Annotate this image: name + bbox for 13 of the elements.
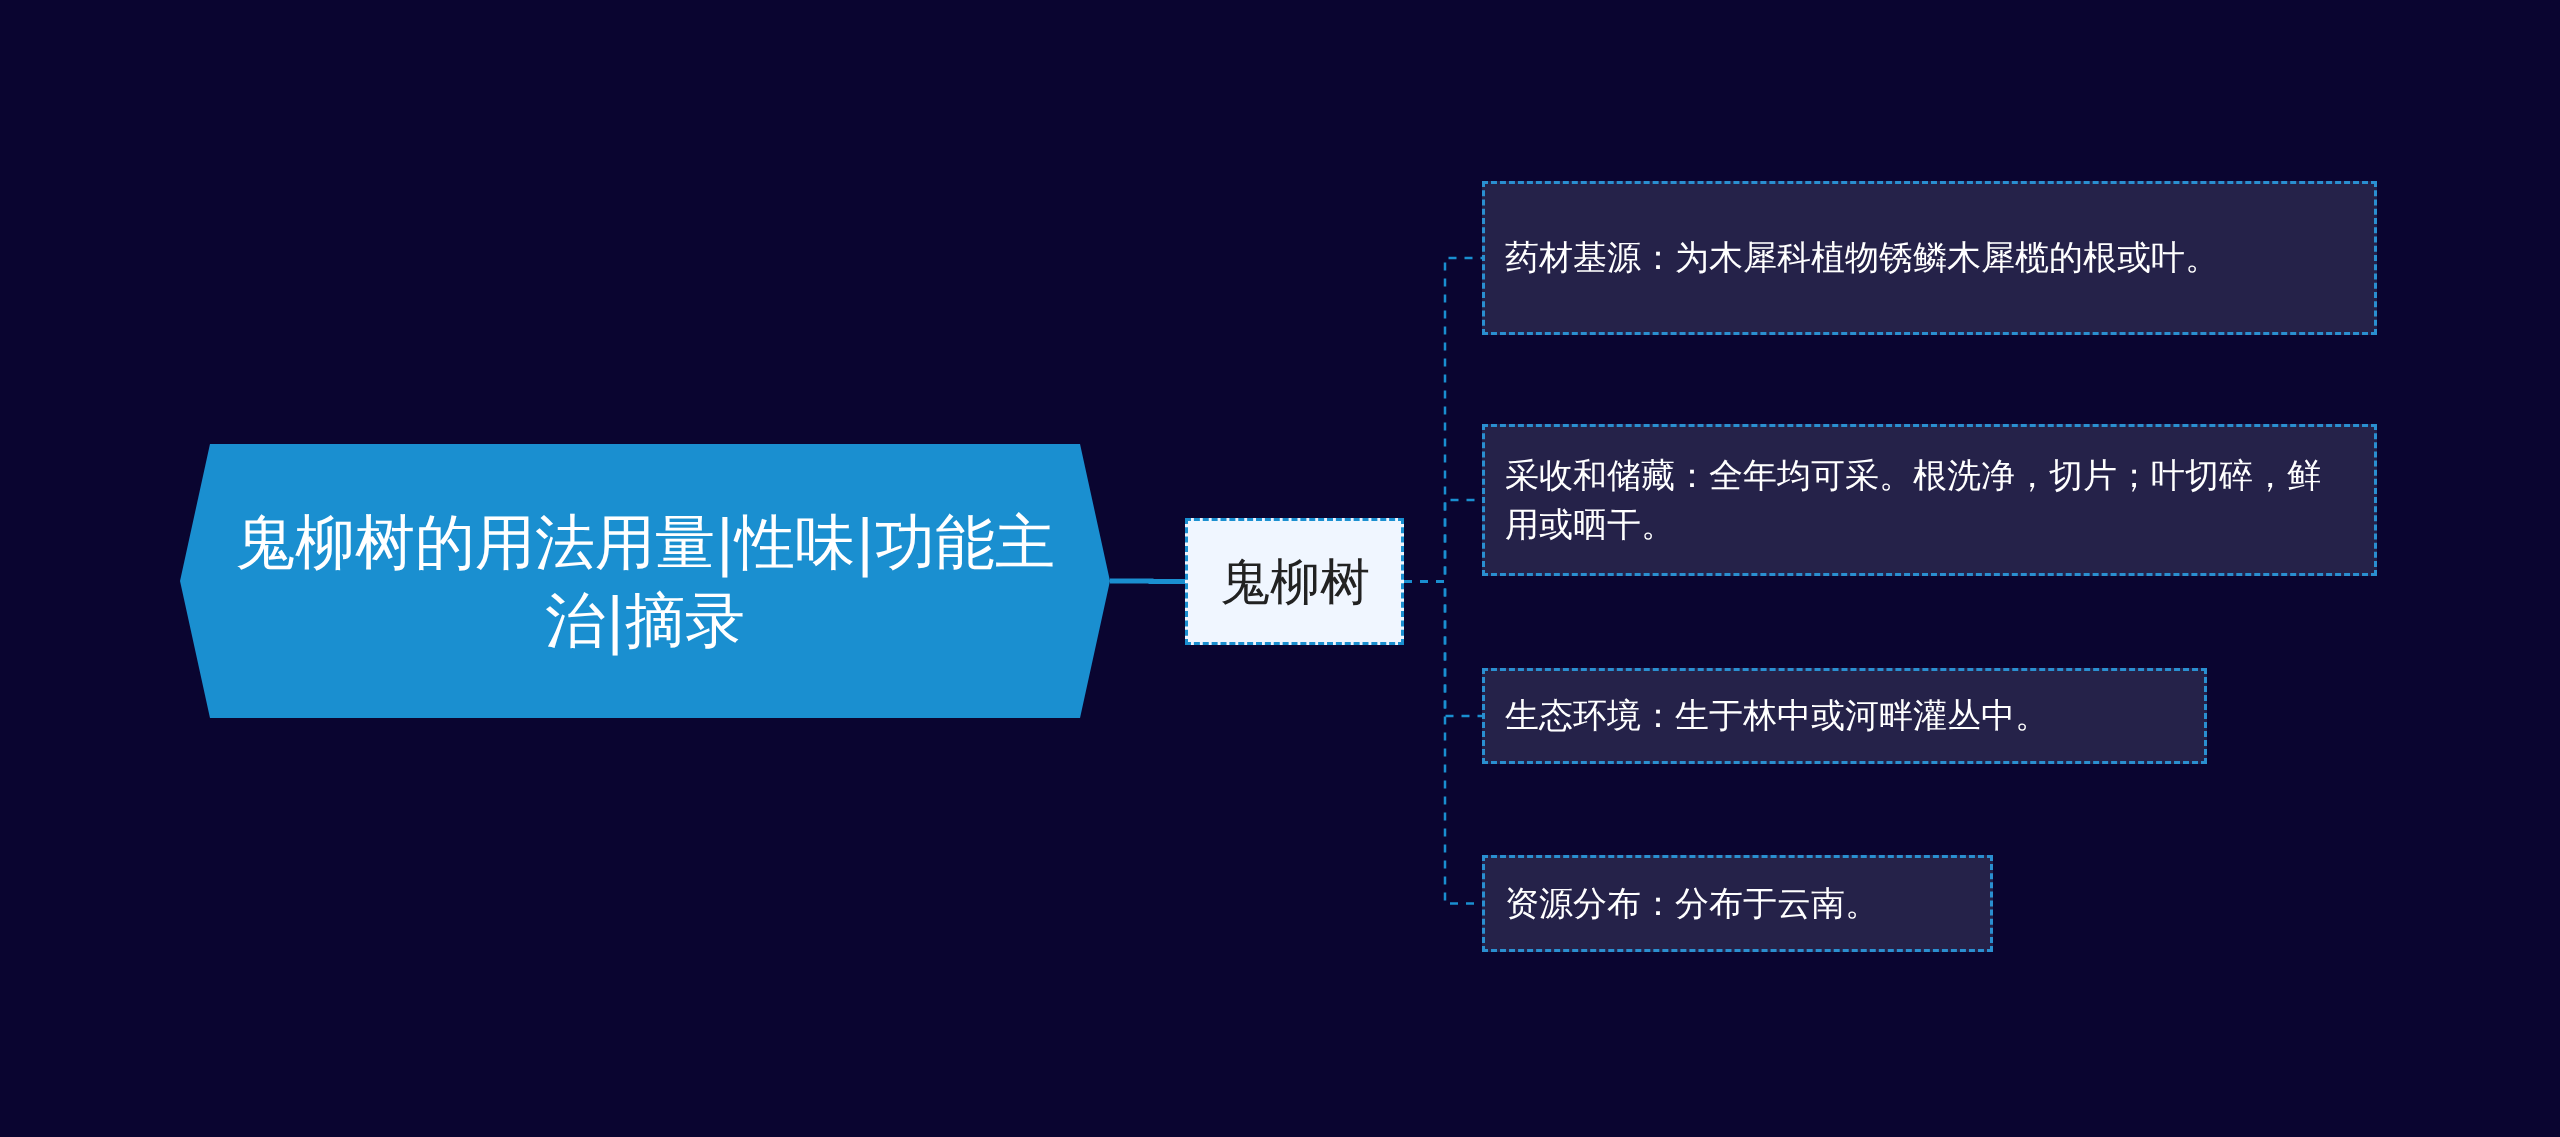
- leaf-text: 采收和储藏：全年均可采。根洗净，切片；叶切碎，鲜用或晒干。: [1505, 453, 2322, 546]
- hexagon-node: [180, 444, 1110, 718]
- leaf-text: 药材基源：为木犀科植物锈鳞木犀榄的根或叶。: [1505, 236, 2219, 280]
- leaf-text: 生态环境：生于林中或河畔灌丛中。: [1505, 694, 2049, 738]
- topic-title: 鬼柳树的用法用量|性味|功能主治|摘录: [233, 506, 1057, 658]
- branch-label: 鬼柳树: [1219, 556, 1370, 607]
- connector-line: [1110, 578, 1185, 584]
- branch-box: [1185, 518, 1404, 645]
- leaf-box: [1482, 424, 2377, 576]
- leaf-box: [1482, 855, 1993, 952]
- leaf-box: [1482, 181, 2377, 335]
- leaf-box: [1482, 668, 2207, 764]
- leaf-text: 资源分布：分布于云南。: [1505, 881, 1879, 925]
